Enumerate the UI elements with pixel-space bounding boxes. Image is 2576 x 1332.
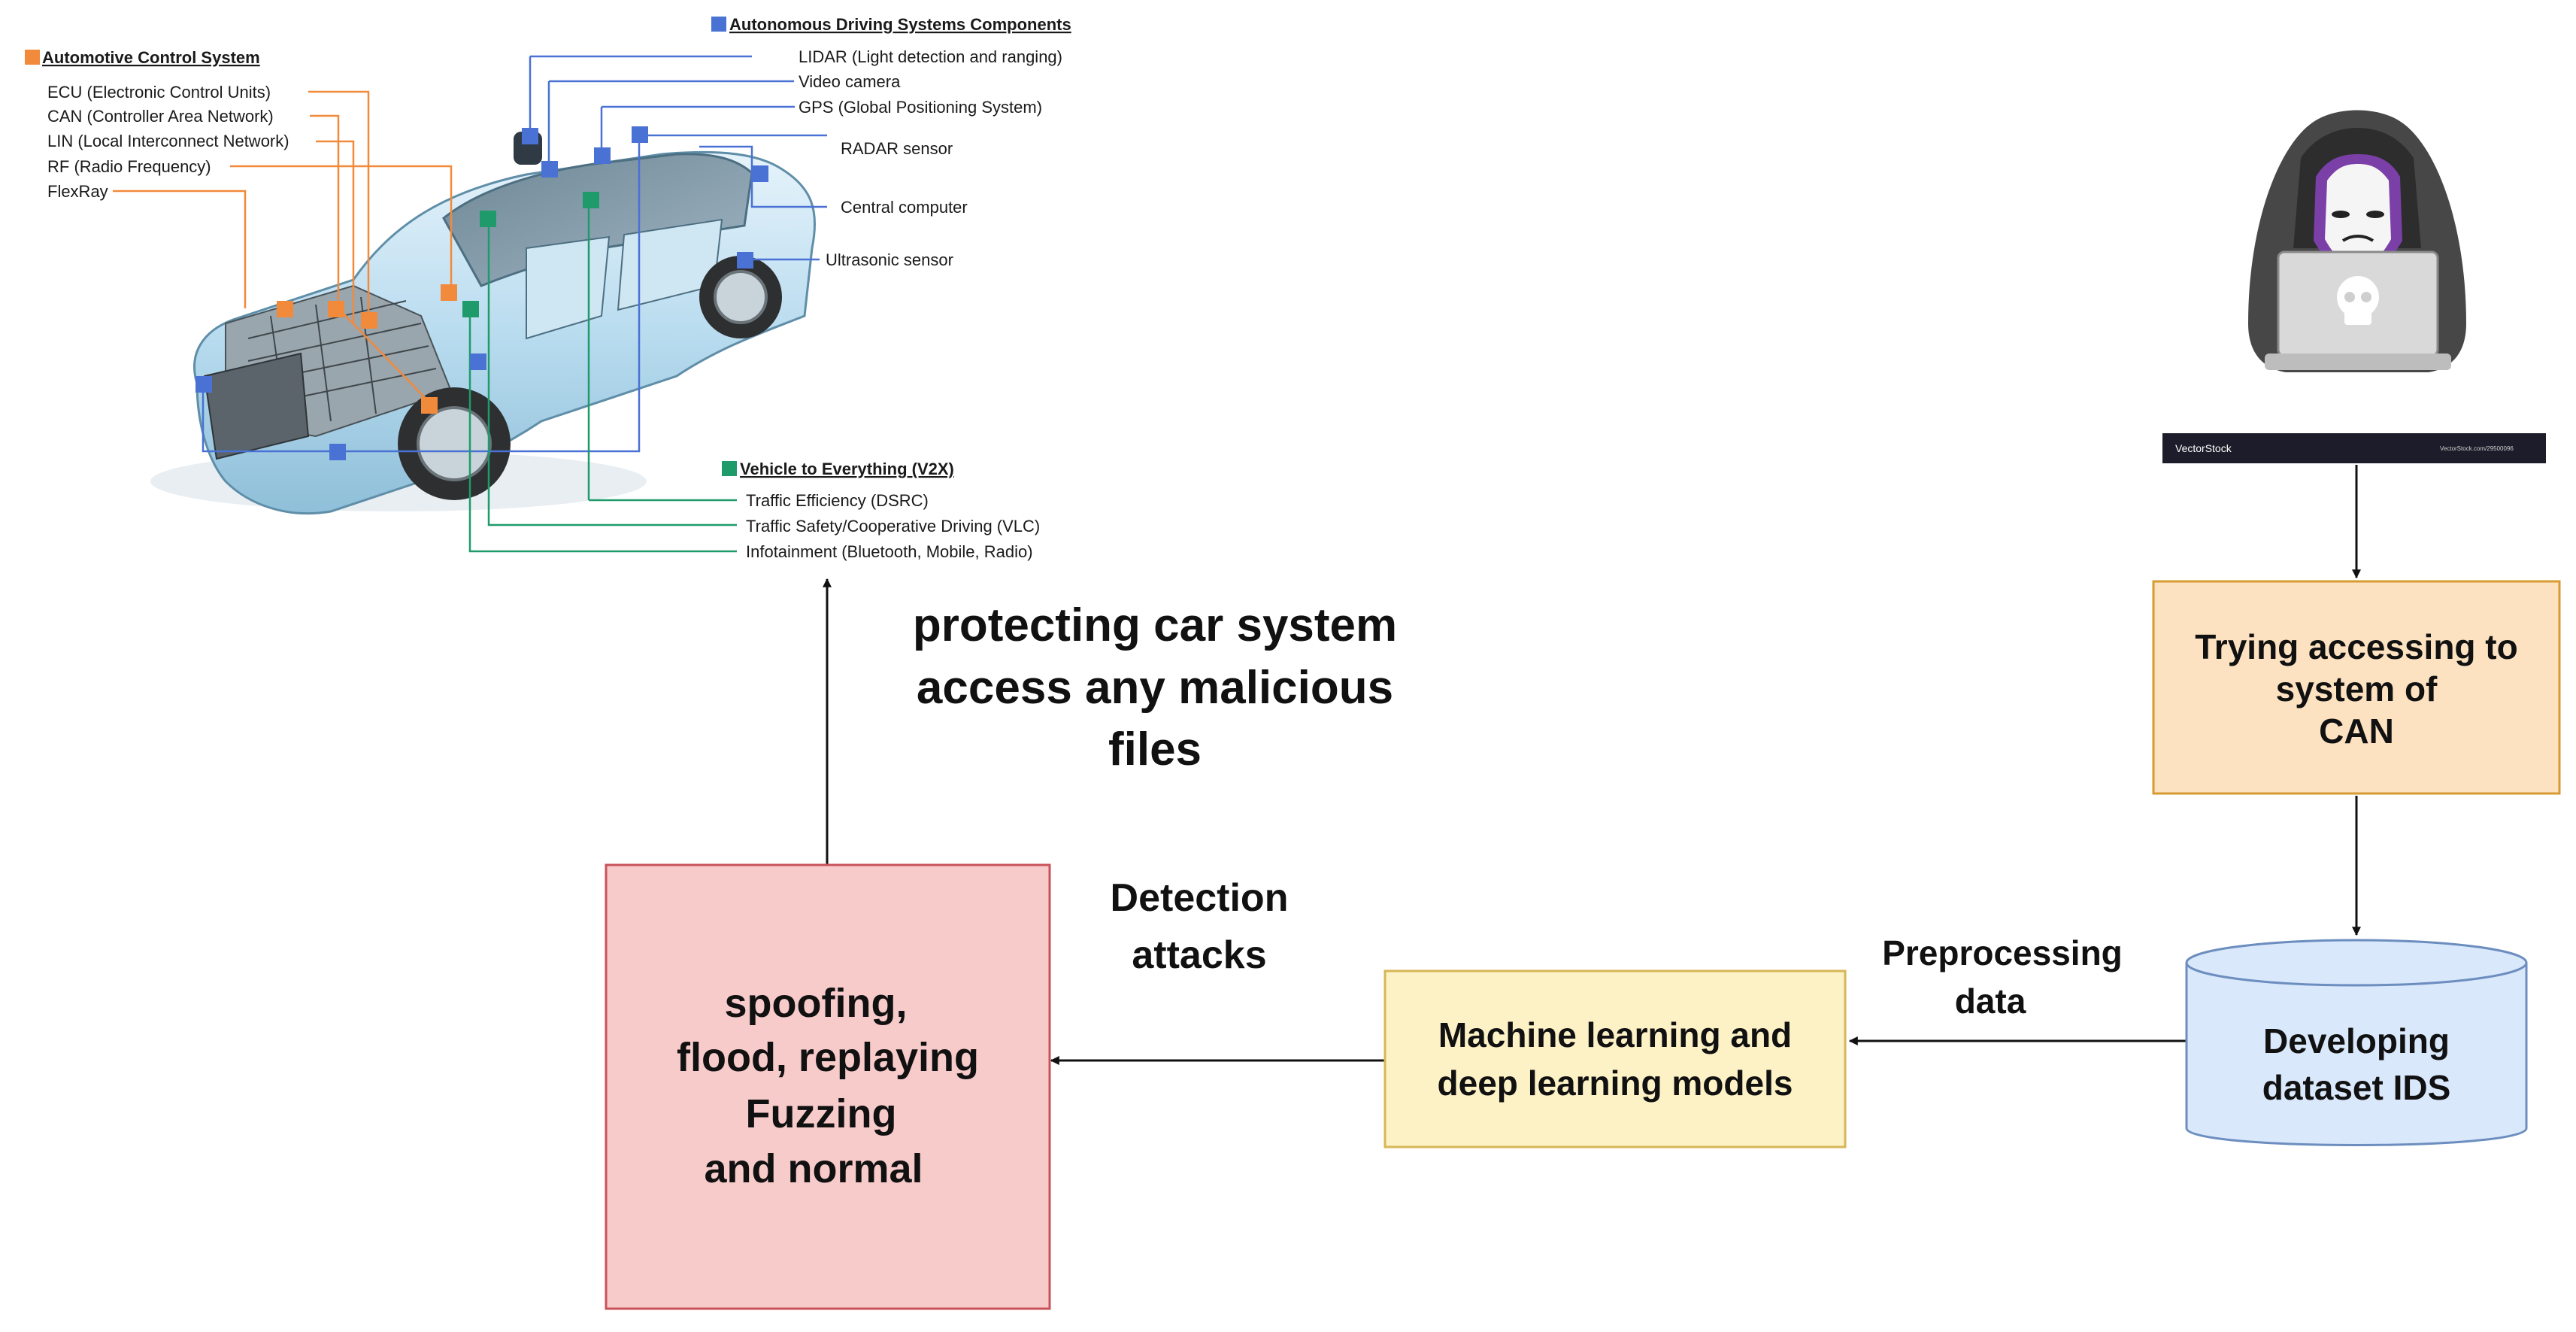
dataset-line-1: Developing bbox=[2263, 1021, 2450, 1060]
control-item-rf: RF (Radio Frequency) bbox=[47, 157, 211, 176]
attack-line-2: flood, replaying bbox=[677, 1035, 979, 1080]
protect-line-2: access any malicious bbox=[917, 662, 1393, 714]
leader-lines bbox=[113, 55, 827, 553]
control-legend-swatch bbox=[25, 50, 40, 65]
autonomous-item-radar: RADAR sensor bbox=[841, 139, 953, 158]
attack-line-3: Fuzzing bbox=[746, 1091, 897, 1136]
dataset-cylinder: Developing dataset IDS bbox=[2185, 939, 2528, 1146]
ecu-marker bbox=[277, 301, 293, 317]
preprocess-line-2: data bbox=[1955, 982, 2026, 1021]
detection-line-2: attacks bbox=[1132, 933, 1266, 977]
detection-line-1: Detection bbox=[1111, 876, 1289, 920]
vectorstock-watermark: VectorStock VectorStock.com/29500096 bbox=[2162, 433, 2546, 463]
autonomous-item-central-computer: Central computer bbox=[841, 198, 968, 217]
gps-marker bbox=[594, 147, 611, 164]
computer-marker bbox=[470, 353, 486, 370]
v2x-item-infotainment: Infotainment (Bluetooth, Mobile, Radio) bbox=[746, 542, 1033, 561]
v2x-marker-1 bbox=[480, 211, 496, 227]
autonomous-title: Autonomous Driving Systems Components bbox=[729, 15, 1071, 34]
ml-line-1: Machine learning and bbox=[1438, 1015, 1792, 1054]
autonomous-item-gps: GPS (Global Positioning System) bbox=[799, 98, 1042, 117]
v2x-item-safety: Traffic Safety/Cooperative Driving (VLC) bbox=[746, 517, 1040, 536]
v2x-item-efficiency: Traffic Efficiency (DSRC) bbox=[746, 491, 929, 510]
control-item-flexray: FlexRay bbox=[47, 182, 108, 201]
ml-line-2: deep learning models bbox=[1438, 1063, 1793, 1103]
can-marker bbox=[328, 301, 344, 317]
gps-marker-2 bbox=[632, 126, 648, 143]
lin-marker bbox=[361, 312, 377, 329]
flexray-marker bbox=[421, 397, 438, 414]
v2x-title: Vehicle to Everything (V2X) bbox=[740, 460, 954, 478]
front-sensor-marker bbox=[195, 376, 212, 393]
control-item-can: CAN (Controller Area Network) bbox=[47, 107, 274, 126]
access-line-2: system of bbox=[2276, 669, 2438, 708]
autonomous-item-lidar: LIDAR (Light detection and ranging) bbox=[799, 47, 1062, 66]
lidar-marker bbox=[522, 128, 538, 144]
control-item-ecu: ECU (Electronic Control Units) bbox=[47, 83, 271, 102]
vectorstock-brand: VectorStock bbox=[2175, 442, 2232, 454]
v2x-marker-2 bbox=[583, 192, 599, 208]
preprocessing-label: Preprocessing data bbox=[1882, 933, 2123, 1021]
attack-line-1: spoofing, bbox=[725, 981, 908, 1026]
autonomous-legend-swatch bbox=[711, 17, 726, 32]
preprocess-line-1: Preprocessing bbox=[1882, 933, 2123, 972]
v2x-marker-3 bbox=[462, 301, 479, 317]
v2x-legend-swatch bbox=[722, 461, 737, 476]
access-line-3: CAN bbox=[2319, 712, 2394, 751]
autonomous-item-ultrasonic: Ultrasonic sensor bbox=[826, 250, 953, 269]
protect-line-3: files bbox=[1108, 724, 1202, 775]
camera-marker bbox=[541, 161, 558, 177]
wheel-sensor-marker bbox=[329, 444, 346, 460]
vectorstock-url: VectorStock.com/29500096 bbox=[2440, 445, 2514, 452]
v2x-legend: Vehicle to Everything (V2X) Traffic Effi… bbox=[722, 460, 1040, 561]
autonomous-legend: Autonomous Driving Systems Components LI… bbox=[711, 15, 1071, 269]
detection-label: Detection attacks bbox=[1111, 876, 1289, 977]
radar-marker bbox=[752, 165, 768, 182]
control-item-lin: LIN (Local Interconnect Network) bbox=[47, 132, 289, 150]
dataset-line-2: dataset IDS bbox=[2262, 1068, 2451, 1107]
control-system-title: Automotive Control System bbox=[42, 48, 260, 67]
protect-label: protecting car system access any malicio… bbox=[913, 599, 1397, 775]
ultrasonic-marker bbox=[737, 252, 753, 269]
ml-models-box: Machine learning and deep learning model… bbox=[1383, 969, 1847, 1148]
protect-line-1: protecting car system bbox=[913, 599, 1397, 651]
component-markers bbox=[195, 126, 768, 460]
rf-marker bbox=[441, 284, 457, 301]
flow-arrows bbox=[823, 465, 2361, 1065]
car-illustration bbox=[150, 132, 817, 515]
attack-line-4: and normal bbox=[704, 1146, 923, 1191]
autonomous-item-camera: Video camera bbox=[799, 72, 901, 91]
control-system-legend: Automotive Control System ECU (Electroni… bbox=[25, 48, 289, 201]
access-line-1: Trying accessing to bbox=[2195, 627, 2517, 666]
attack-types-box: spoofing, flood, replaying Fuzzing and n… bbox=[605, 863, 1051, 1310]
access-box: Trying accessing to system of CAN bbox=[2152, 580, 2561, 795]
hooded-hacker-icon bbox=[2248, 110, 2466, 372]
